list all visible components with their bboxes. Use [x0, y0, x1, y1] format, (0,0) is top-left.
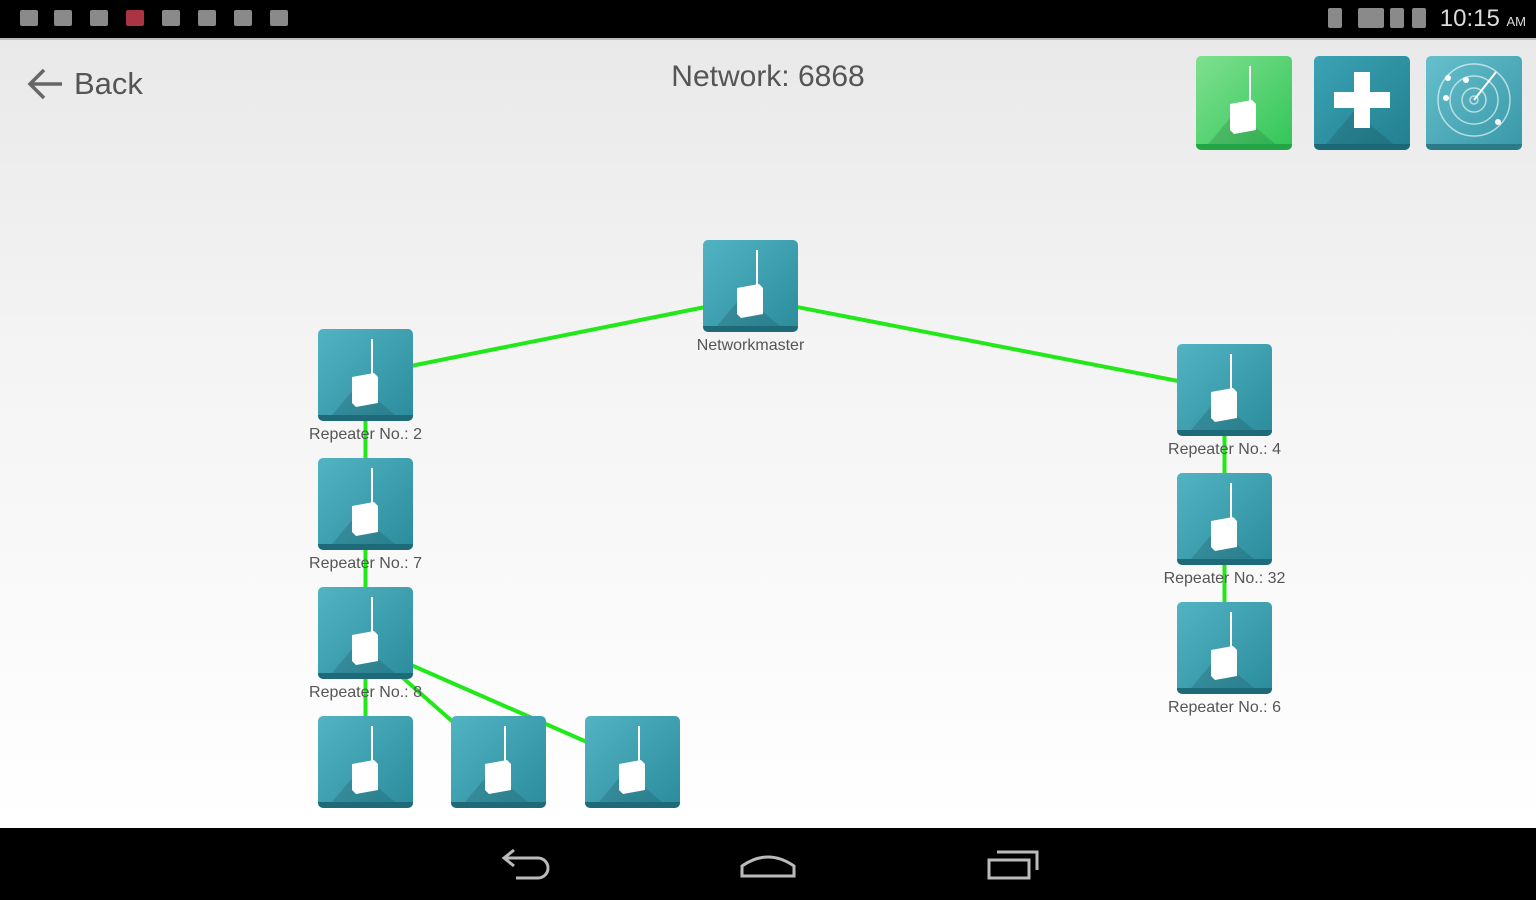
- node-label: Repeater No.: 2: [309, 426, 422, 443]
- repeater-device-icon: [352, 597, 378, 665]
- node-label: Repeater No.: 8: [309, 684, 422, 701]
- plus-icon: [1334, 72, 1390, 128]
- bluetooth-icon: [1328, 8, 1342, 28]
- page-title: Network: 6868: [671, 60, 865, 93]
- node-r2[interactable]: [318, 329, 413, 421]
- sd-card-icon: [234, 10, 252, 26]
- radar-icon: [1437, 63, 1511, 137]
- repeater-device-icon: [1211, 612, 1237, 680]
- node-label: Repeater No.: 4: [1168, 441, 1281, 458]
- arrow-left-icon: [27, 68, 62, 100]
- node-r4[interactable]: [1177, 344, 1272, 436]
- repeater-device-icon: [485, 726, 511, 794]
- wifi-icon: [1358, 8, 1384, 28]
- node-r7[interactable]: [318, 458, 413, 550]
- node-nm[interactable]: [703, 240, 798, 332]
- scan-button[interactable]: [1426, 56, 1522, 150]
- mail-icon: [54, 10, 72, 26]
- repeater-device-icon: [1211, 354, 1237, 422]
- sync-icon: [270, 10, 288, 26]
- recents-nav-icon[interactable]: [985, 846, 1041, 880]
- node-label: Repeater No.: 7: [309, 555, 422, 572]
- node-label: Networkmaster: [696, 337, 805, 354]
- back-nav-icon[interactable]: [500, 846, 552, 880]
- node-r32[interactable]: [1177, 473, 1272, 565]
- add-button[interactable]: [1314, 56, 1410, 150]
- repeater-device-icon: [352, 468, 378, 536]
- node-r6[interactable]: [1177, 602, 1272, 694]
- back-button[interactable]: Back: [26, 66, 143, 102]
- signal-icon: [1390, 8, 1404, 28]
- repeater-device-icon: [619, 726, 645, 794]
- calendar-icon: [162, 10, 180, 26]
- warning-icon: [198, 10, 216, 26]
- node-label: Repeater No.: 32: [1163, 570, 1286, 587]
- node-b1[interactable]: [318, 716, 413, 808]
- status-bar: 10:15 AM: [0, 0, 1536, 38]
- repeater-device-icon: [352, 339, 378, 407]
- shield-icon: [126, 10, 144, 26]
- node-label: Repeater No.: 6: [1168, 699, 1281, 716]
- repeater-device-icon: [352, 726, 378, 794]
- home-nav-icon[interactable]: [740, 846, 796, 880]
- clock: 10:15 AM: [1439, 5, 1526, 32]
- back-label: Back: [74, 66, 143, 101]
- node-b3[interactable]: [585, 716, 680, 808]
- device-button[interactable]: [1196, 56, 1292, 150]
- repeater-device-icon: [737, 250, 763, 318]
- image-icon: [90, 10, 108, 26]
- repeater-device-icon: [1230, 66, 1256, 134]
- navigation-bar: [0, 828, 1536, 900]
- link-nm-r2: [365, 296, 751, 377]
- usb-icon: [20, 10, 38, 26]
- repeater-device-icon: [1211, 483, 1237, 551]
- battery-icon: [1412, 8, 1426, 28]
- node-r8[interactable]: [318, 587, 413, 679]
- node-b2[interactable]: [451, 716, 546, 808]
- link-nm-r4: [750, 296, 1225, 392]
